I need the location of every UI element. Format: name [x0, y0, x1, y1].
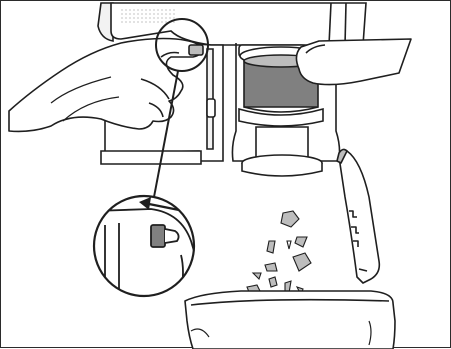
release-button: [189, 45, 203, 55]
vent-grille: [119, 7, 175, 25]
bin-door-open: [337, 149, 379, 283]
callout-magnifier: [93, 196, 197, 296]
right-hand: [296, 39, 411, 85]
trash-bin: [185, 291, 395, 349]
